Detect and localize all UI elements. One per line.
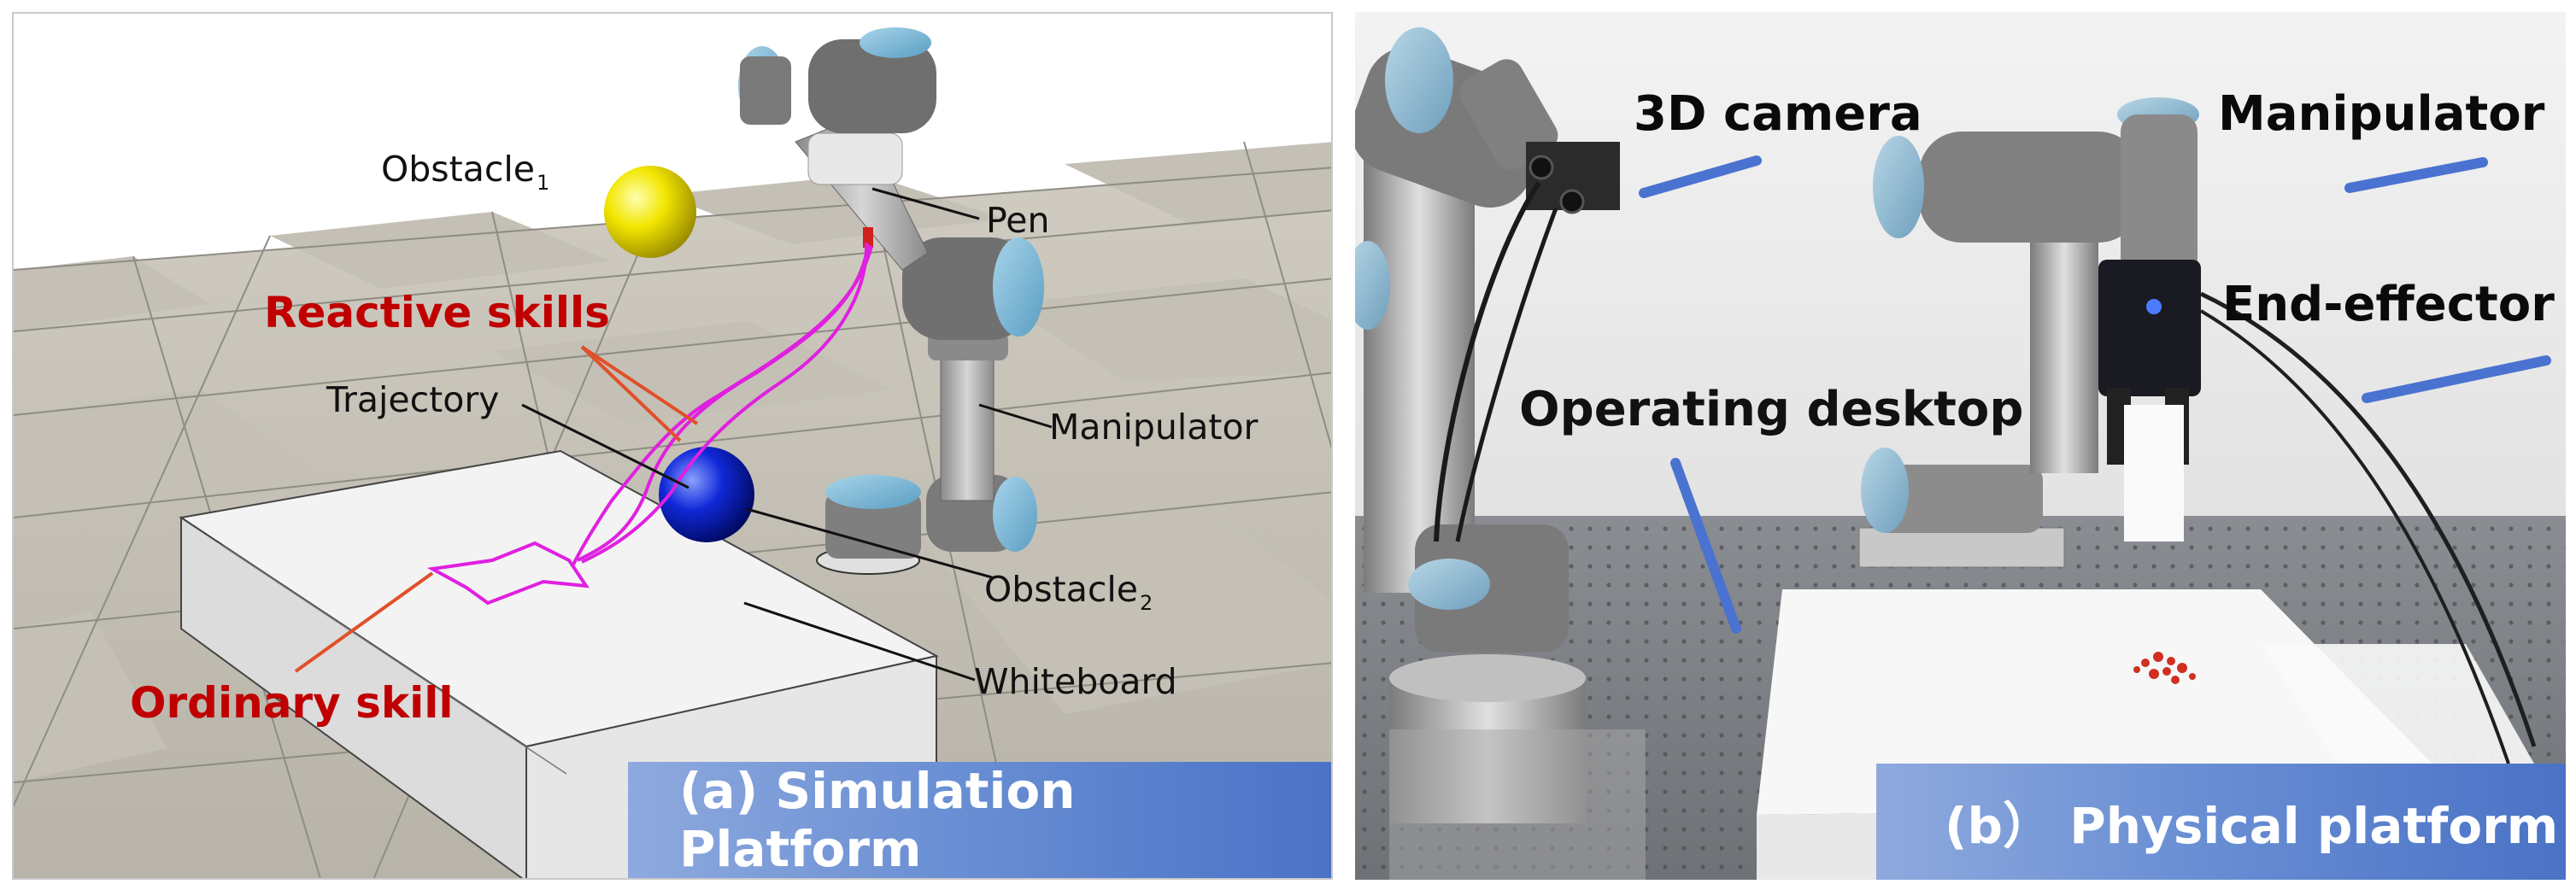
obstacle-1-subscript: 1 <box>537 171 550 195</box>
red-leader-lines <box>294 345 699 673</box>
whiteboard-label: Whiteboard <box>974 661 1177 702</box>
trajectory-label: Trajectory <box>326 379 500 420</box>
trajectory-curves <box>426 242 873 606</box>
simulation-scene <box>14 27 1331 878</box>
wall <box>1355 12 2566 533</box>
red-parts-pile <box>2133 652 2196 684</box>
camera-arm <box>1355 27 1646 880</box>
ordinary-skill-label: Ordinary skill <box>130 678 454 728</box>
simulation-caption: (a) Simulation Platform <box>628 762 1331 878</box>
manipulator-label: Manipulator <box>1049 407 1259 448</box>
manipulator-label-physical: Manipulator <box>2218 86 2545 142</box>
obstacle-2-label: Obstacle2 <box>984 569 1153 615</box>
simulated-manipulator <box>738 27 1044 575</box>
simulation-panel: Obstacle1 Pen Reactive skills Trajectory… <box>12 12 1333 880</box>
physical-panel: 3D camera Manipulator End-effector Opera… <box>1355 12 2566 880</box>
obstacle-1-sphere <box>604 166 696 258</box>
pen-label: Pen <box>986 200 1050 241</box>
physical-caption: (b） Physical platform <box>1876 764 2566 880</box>
obstacle-2-text: Obstacle <box>984 569 1139 610</box>
physical-scene <box>1355 12 2566 880</box>
obstacle-2-sphere <box>659 447 754 542</box>
operating-desktop-label: Operating desktop <box>1519 382 2024 437</box>
obstacle-1-text: Obstacle <box>381 149 536 190</box>
pointer-lines <box>1639 155 2551 634</box>
end-effector-label: End-effector <box>2222 277 2555 332</box>
leader-lines <box>521 187 1053 682</box>
obstacle-1-label: Obstacle1 <box>381 149 550 195</box>
camera-label: 3D camera <box>1634 86 1922 142</box>
physical-manipulator <box>1858 97 2537 764</box>
obstacle-2-subscript: 2 <box>1140 591 1153 615</box>
reactive-skills-label: Reactive skills <box>264 288 610 337</box>
